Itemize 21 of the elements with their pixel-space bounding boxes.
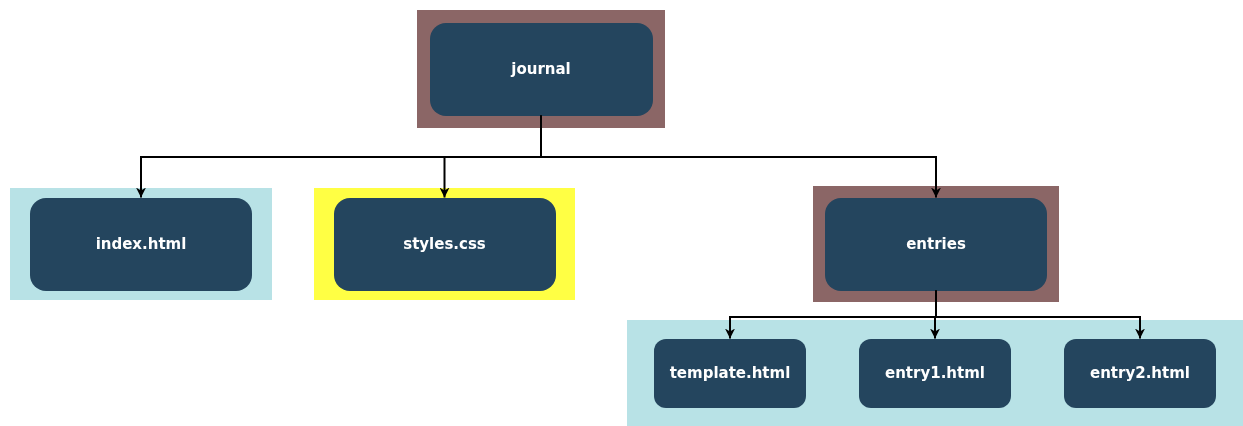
node-label: styles.css: [403, 233, 486, 255]
connector-arrow: [935, 289, 1145, 340]
item-box: [30, 197, 252, 291]
item-box: [825, 197, 1047, 291]
frame-box: [314, 188, 575, 300]
frame-box: [417, 10, 665, 128]
item-box: [654, 338, 806, 408]
frame-box: [10, 188, 272, 300]
node-label: entry1.html: [885, 362, 985, 384]
item-box: [333, 197, 556, 291]
node-label: index.html: [95, 233, 187, 255]
frame-box: [627, 320, 1243, 426]
item-box: [429, 22, 653, 116]
connector-arrow: [540, 114, 941, 199]
item-box: [859, 338, 1011, 408]
node-label: journal: [511, 58, 571, 80]
node-label: entry2.html: [1090, 362, 1190, 384]
item-box: [1064, 338, 1216, 408]
node-label: entries: [906, 233, 966, 255]
frame-box: [813, 186, 1059, 302]
node-label: template.html: [669, 362, 791, 384]
